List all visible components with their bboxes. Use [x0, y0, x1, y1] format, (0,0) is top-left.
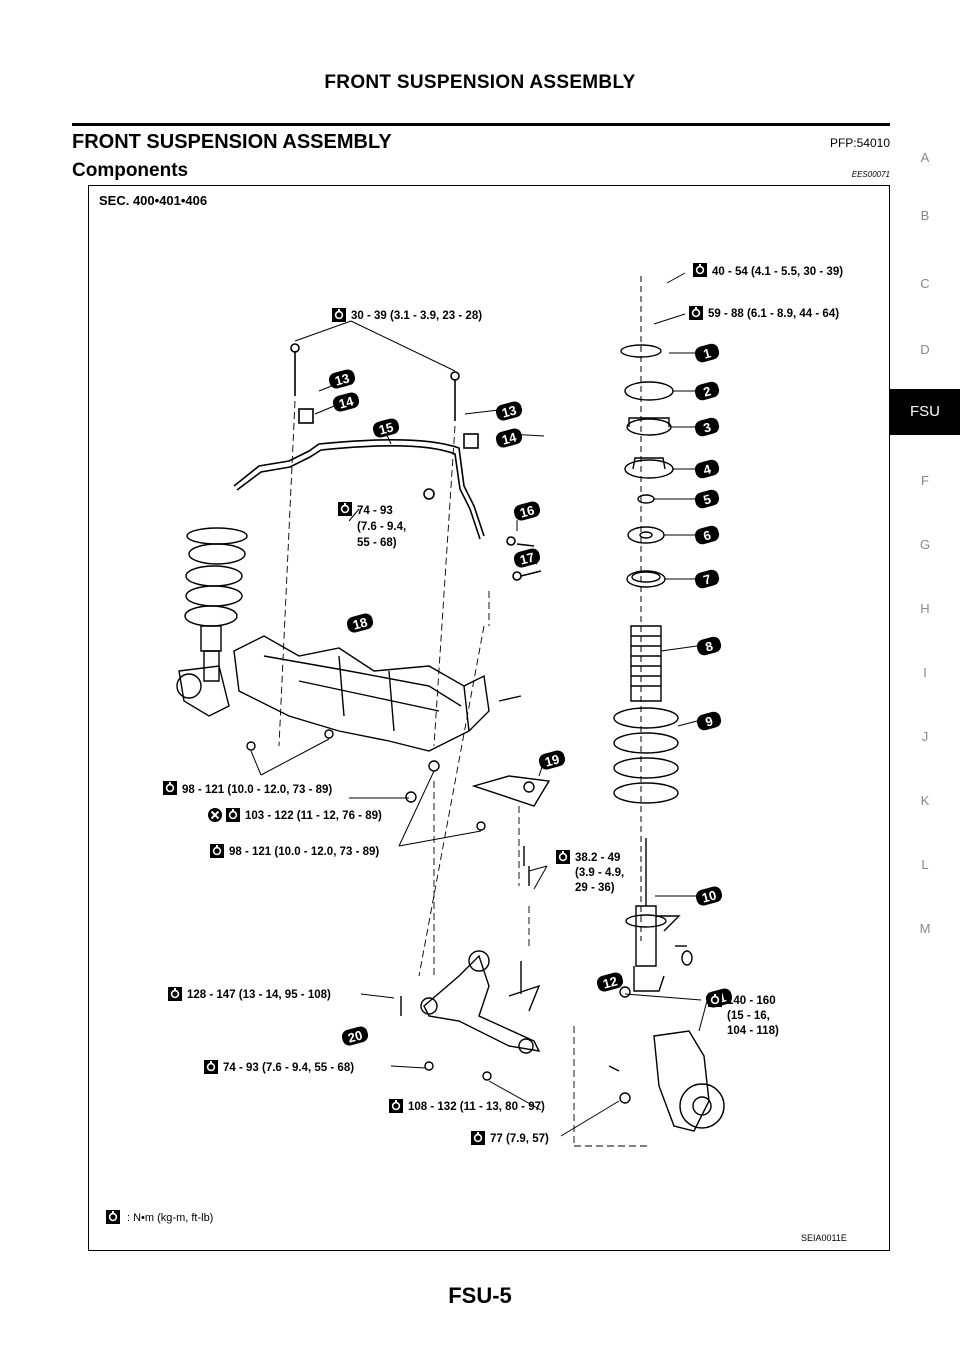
- callout-12: 12: [601, 973, 619, 991]
- components-figure: SEC. 400•401•406: [88, 185, 890, 1251]
- callout-9: 9: [704, 713, 715, 729]
- torque-label: 40 - 54 (4.1 - 5.5, 30 - 39): [712, 266, 843, 278]
- callout-2: 2: [702, 383, 713, 399]
- section-code: EES00071: [851, 170, 890, 179]
- wrench-icon: [167, 986, 183, 1002]
- wrench-icon: [162, 780, 178, 796]
- torque-label: 103 - 122 (11 - 12, 76 - 89): [245, 810, 382, 822]
- callout-20: 20: [346, 1027, 364, 1045]
- side-tab-fsu[interactable]: FSU: [890, 389, 960, 435]
- torque-label: (3.9 - 4.9,: [575, 867, 624, 879]
- side-tab-a[interactable]: A: [920, 150, 930, 165]
- wrench-icon: [331, 307, 347, 323]
- pfp-code: PFP:54010: [829, 136, 890, 150]
- callout-14-right: 14: [500, 429, 519, 447]
- wrench-icon: [209, 843, 225, 859]
- callout-8: 8: [704, 638, 715, 654]
- side-tab-d[interactable]: D: [920, 342, 930, 357]
- replace-icon: [207, 807, 223, 823]
- callout-16: 16: [518, 502, 536, 520]
- wrench-icon: [203, 1059, 219, 1075]
- page-number: FSU-5: [448, 1283, 512, 1308]
- callout-7: 7: [702, 571, 713, 587]
- figure-code: SEIA0011E: [801, 1233, 847, 1243]
- wrench-icon: [692, 262, 708, 278]
- wrench-icon: [105, 1209, 121, 1225]
- side-tab-g[interactable]: G: [919, 537, 931, 552]
- sec-label: SEC. 400•401•406: [99, 193, 207, 208]
- torque-label: 98 - 121 (10.0 - 12.0, 73 - 89): [229, 846, 379, 858]
- wrench-icon: [337, 501, 353, 517]
- callout-3: 3: [702, 419, 713, 435]
- torque-label: 77 (7.9, 57): [490, 1133, 549, 1145]
- section-title: FRONT SUSPENSION ASSEMBLY: [72, 131, 392, 153]
- exploded-diagram: SEC. 400•401•406: [99, 193, 847, 1243]
- callout-4: 4: [702, 461, 714, 478]
- callout-19: 19: [543, 751, 561, 769]
- side-tab-l[interactable]: L: [921, 857, 929, 872]
- callout-10: 10: [700, 887, 718, 905]
- torque-label: 59 - 88 (6.1 - 8.9, 44 - 64): [708, 308, 839, 320]
- wrench-icon: [688, 305, 704, 321]
- callout-18: 18: [351, 614, 369, 632]
- side-tab-c[interactable]: C: [920, 276, 930, 291]
- torque-label: 55 - 68): [357, 537, 397, 549]
- torque-label: 128 - 147 (13 - 14, 95 - 108): [187, 989, 331, 1001]
- callout-1: 1: [702, 345, 713, 361]
- legend-text: : N•m (kg-m, ft-lb): [127, 1212, 213, 1224]
- side-tab-b[interactable]: B: [920, 208, 930, 223]
- torque-label: 98 - 121 (10.0 - 12.0, 73 - 89): [182, 784, 332, 796]
- torque-label: 108 - 132 (11 - 13, 80 - 97): [408, 1101, 545, 1113]
- wrench-icon: [225, 807, 241, 823]
- wrench-icon: [470, 1130, 486, 1146]
- side-tab-k[interactable]: K: [920, 793, 930, 808]
- torque-label: 74 - 93: [357, 505, 393, 517]
- side-tab-i[interactable]: I: [923, 665, 927, 680]
- callout-14-left: 14: [337, 393, 356, 411]
- torque-label: 38.2 - 49: [575, 852, 620, 864]
- torque-label: 74 - 93 (7.6 - 9.4, 55 - 68): [223, 1062, 354, 1074]
- torque-label: (7.6 - 9.4,: [357, 521, 406, 533]
- callout-13-right: 13: [500, 402, 518, 420]
- torque-label: 30 - 39 (3.1 - 3.9, 23 - 28): [351, 310, 482, 322]
- side-tab-h[interactable]: H: [920, 601, 930, 616]
- components-title: Components: [72, 160, 189, 181]
- callout-5: 5: [702, 491, 713, 507]
- callout-13-left: 13: [333, 370, 351, 388]
- callout-6: 6: [702, 527, 713, 543]
- header-rule: [72, 123, 890, 126]
- wrench-icon: [388, 1098, 404, 1114]
- side-tab-m[interactable]: M: [919, 921, 931, 936]
- wrench-icon: [707, 992, 723, 1008]
- torque-label: 29 - 36): [575, 882, 615, 894]
- torque-label: (15 - 16,: [727, 1010, 770, 1022]
- callout-17: 17: [518, 549, 536, 567]
- torque-label: 140 - 160: [727, 995, 776, 1007]
- side-tab-f[interactable]: F: [921, 473, 929, 488]
- callout-badges: 1 2 3 4 5 6 7 8 9 10 11 12 13 14 15 16 1…: [328, 343, 733, 1046]
- page-header-title: FRONT SUSPENSION ASSEMBLY: [324, 72, 636, 93]
- wrench-icon: [555, 849, 571, 865]
- callout-15: 15: [377, 419, 395, 437]
- side-tab-j[interactable]: J: [921, 729, 929, 744]
- torque-label: 104 - 118): [727, 1025, 779, 1037]
